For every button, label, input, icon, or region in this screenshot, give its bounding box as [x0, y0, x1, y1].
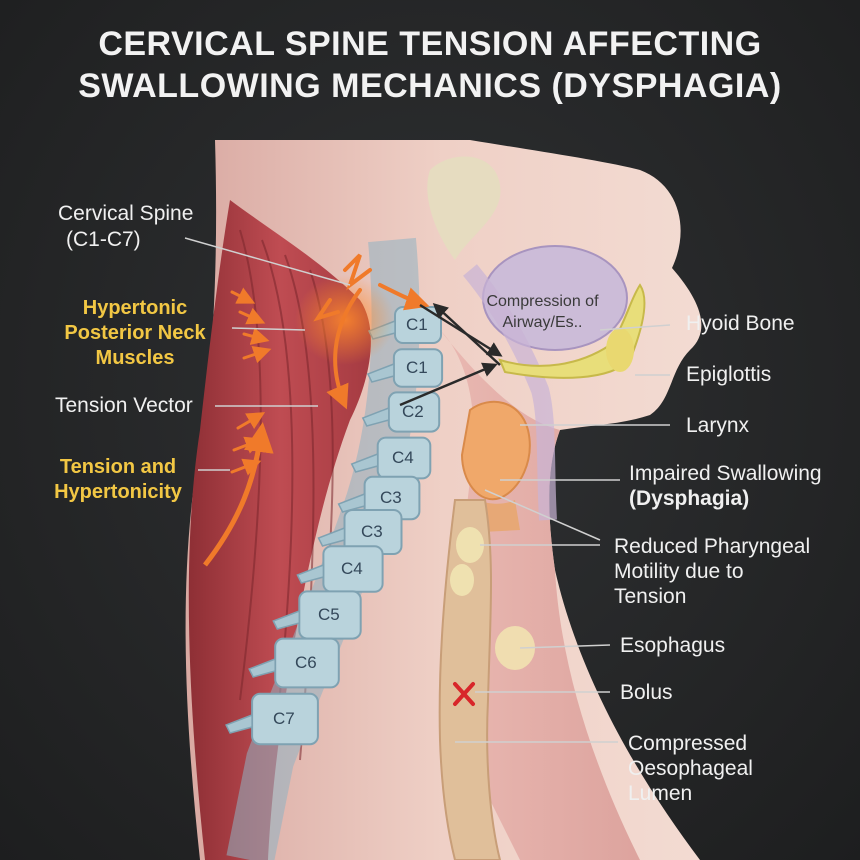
- label-compression-2: Airway/Es..: [502, 314, 583, 331]
- vertebra-label-9: C6: [295, 653, 317, 672]
- label-compressed-3: Lumen: [628, 782, 693, 805]
- label-reduced-1: Reduced Pharyngeal: [614, 535, 811, 558]
- label-impaired-2: (Dysphagia): [629, 487, 750, 510]
- vertebra-label-7: C4: [341, 559, 363, 578]
- label-cervical-spine-1: Cervical Spine: [58, 202, 194, 225]
- spinous-process-2: [366, 362, 395, 383]
- vertebrae-group: [225, 306, 444, 746]
- skull-base: [427, 156, 501, 260]
- label-hypertonic-2: Posterior Neck: [64, 322, 206, 344]
- label-epiglottis: Epiglottis: [686, 363, 772, 386]
- leader-lines: [184, 237, 671, 743]
- label-hyoid-bone: Hyoid Bone: [686, 312, 795, 335]
- label-hypertonic-3: Muscles: [95, 347, 175, 369]
- epiglottis: [606, 328, 634, 372]
- larynx: [460, 400, 531, 501]
- label-tension-hyper-1: Tension and: [59, 456, 177, 478]
- title-line-1: CERVICAL SPINE TENSION AFFECTING: [98, 25, 762, 63]
- vertebra-label-5: C3: [380, 488, 402, 507]
- bolus-mark: [456, 527, 484, 563]
- vertebra-label-10: C7: [273, 709, 295, 728]
- label-esophagus: Esophagus: [620, 634, 726, 657]
- label-reduced-3: Tension: [614, 585, 687, 608]
- spinous-process-10: [225, 713, 253, 734]
- spinous-process-6: [317, 526, 346, 547]
- vertebra-label-2: C1: [406, 358, 428, 377]
- spinous-process-3: [361, 406, 390, 427]
- vertebra-label-6: C3: [361, 522, 383, 541]
- esophagus-bolus: [495, 626, 535, 670]
- label-impaired-1: Impaired Swallowing: [629, 462, 822, 485]
- vertebra-label-8: C5: [318, 605, 340, 624]
- label-hypertonic-1: Hypertonic: [82, 297, 188, 319]
- title-line-2: SWALLOWING MECHANICS (DYSPHAGIA): [78, 67, 782, 105]
- spinous-process-7: [296, 563, 325, 584]
- spinous-process-8: [272, 609, 301, 630]
- label-bolus: Bolus: [620, 681, 673, 704]
- tension-curve-arrow: [203, 422, 274, 567]
- vertebra-label-4: C4: [392, 448, 414, 467]
- label-cervical-spine-2: (C1-C7): [66, 228, 141, 251]
- label-tension-hyper-2: Hypertonicity: [54, 481, 182, 503]
- label-reduced-2: Motility due to: [614, 560, 744, 583]
- label-compressed-2: Oesophageal: [628, 757, 753, 780]
- tension-glow: [295, 275, 395, 365]
- compression-x-marker: [453, 682, 475, 706]
- vertebra-label-1: C1: [406, 315, 428, 334]
- vertebra-label-3: C2: [402, 402, 424, 421]
- label-tension-vector: Tension Vector: [55, 394, 193, 417]
- spinous-process-9: [248, 657, 276, 678]
- spinous-process-4: [350, 452, 379, 473]
- label-compression-1: Compression of: [486, 293, 599, 310]
- label-compressed-1: Compressed: [628, 732, 748, 755]
- compression-arrows: [399, 302, 503, 407]
- bolus-mark-2: [450, 564, 474, 596]
- label-larynx: Larynx: [686, 414, 750, 437]
- posterior-neck-muscles: [188, 200, 371, 860]
- spinous-process-5: [337, 492, 366, 513]
- airway: [463, 264, 557, 521]
- tension-arrows: [313, 253, 430, 410]
